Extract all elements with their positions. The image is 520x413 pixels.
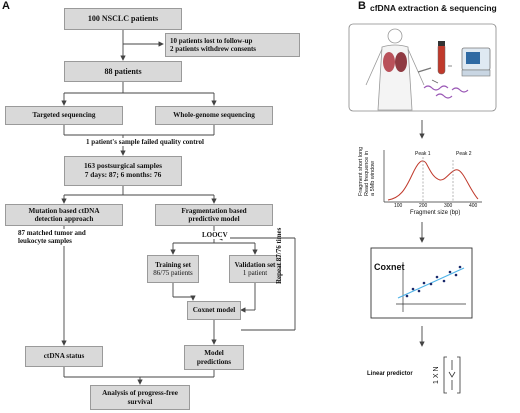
panel-a-label: A [2, 0, 10, 12]
patients-included-text: 88 patients [104, 66, 142, 76]
excluded-box: 10 patients lost to follow-up 2 patients… [165, 33, 300, 57]
analysis-box: Analysis of progress-free survival [90, 385, 190, 410]
tick-200: 200 [419, 203, 428, 209]
coxnet-model-text: Coxnet model [192, 306, 236, 315]
model-line1: Model [204, 349, 224, 358]
fragmentation-model-box: Fragmentation based predictive model [155, 204, 273, 226]
ctdna-status-text: ctDNA status [43, 352, 85, 361]
peak2-label: Peak 2 [456, 151, 472, 157]
density-curve [387, 160, 479, 201]
excluded-withdrew-text: 2 patients withdrew consents [170, 45, 257, 53]
model-line2: predictions [196, 357, 232, 366]
samples-box: 163 postsurgical samples 7 days: 87; 6 m… [64, 156, 182, 186]
validation-set-box: Validation set 1 patient [229, 255, 281, 283]
flow-connectors [61, 30, 296, 385]
wgs-box: Whole-genome sequencing [155, 106, 273, 125]
panel-b-title: cfDNA extraction & sequencing [370, 3, 497, 13]
repeat-label: Repeat 87/76 times [275, 227, 283, 284]
scatter-points [405, 265, 462, 298]
panel-b-label: B [358, 0, 366, 12]
matched-line1: 87 matched tumor and [18, 229, 86, 237]
fragmentation-line2: predictive model [188, 215, 240, 223]
loocv-label: LOOCV [200, 231, 230, 240]
matched-samples-text: 87 matched tumor and leukocyte samples [18, 229, 118, 246]
patient-illustration [348, 23, 497, 112]
analysis-line2: survival [127, 397, 153, 406]
plot-ylabel-line3: a 5Mb window [370, 160, 377, 196]
plot-ylabel: Fragment short long Read frequence in a … [358, 136, 376, 196]
training-detail: 86/75 patients [153, 269, 193, 277]
mutation-line1: Mutation based ctDNA [28, 206, 100, 215]
targeted-sequencing-box: Targeted sequencing [5, 106, 123, 125]
tick-400: 400 [469, 203, 478, 209]
peak1-label: Peak 1 [415, 151, 431, 157]
patients-included-box: 88 patients [64, 61, 182, 82]
coxnet-label: Coxnet [374, 262, 405, 272]
qc-failed-text: 1 patient's sample failed quality contro… [70, 138, 220, 147]
fragment-density-plot [383, 150, 482, 203]
plot-xlabel: Fragment size (bp) [410, 210, 461, 216]
targeted-sequencing-text: Targeted sequencing [32, 111, 96, 120]
samples-breakdown-text: 7 days: 87; 6 months: 76 [84, 170, 162, 179]
training-title: Training set [155, 260, 191, 269]
fragmentation-line1: Fragmentation based [181, 206, 247, 215]
patients-total-box: 100 NSCLC patients [64, 8, 182, 30]
wgs-text: Whole-genome sequencing [173, 111, 255, 120]
coxnet-scatter [370, 247, 473, 319]
linear-predictor-label: Linear predictor [367, 371, 413, 377]
mutation-approach-box: Mutation based ctDNA detection approach [5, 204, 123, 226]
excluded-lost-text: 10 patients lost to follow-up [170, 36, 253, 45]
training-set-box: Training set 86/75 patients [147, 255, 199, 283]
matrix-dim-label: 1 X N [433, 366, 440, 384]
linear-predictor-vector [443, 356, 461, 394]
mutation-line2: detection approach [34, 215, 94, 223]
analysis-line1: Analysis of progress-free [102, 389, 178, 398]
samples-total-text: 163 postsurgical samples [83, 161, 163, 171]
tick-300: 300 [444, 203, 453, 209]
validation-title: Validation set [234, 260, 276, 269]
patients-total-text: 100 NSCLC patients [87, 14, 159, 24]
model-predictions-box: Model predictions [184, 345, 244, 370]
matched-line2: leukocyte samples [18, 237, 72, 246]
coxnet-model-box: Coxnet model [187, 301, 241, 320]
validation-detail: 1 patient [242, 269, 268, 277]
ctdna-status-box: ctDNA status [25, 346, 103, 367]
tick-100: 100 [394, 203, 403, 209]
